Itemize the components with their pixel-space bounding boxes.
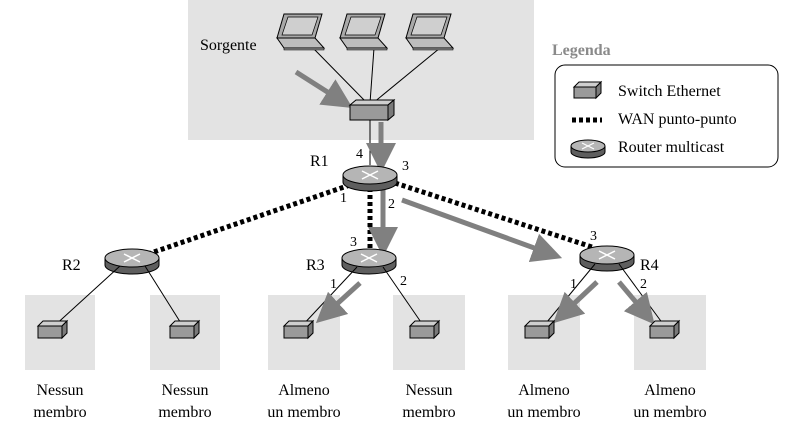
r4-port-3: 3 xyxy=(590,229,597,244)
flow-arrow-r3-lan xyxy=(315,281,362,324)
switch-icon xyxy=(168,319,201,340)
switch-icon xyxy=(523,319,556,340)
flow-arrow-source xyxy=(294,69,353,109)
r1-port-2: 2 xyxy=(388,197,395,212)
router-r3-label: R3 xyxy=(306,257,325,274)
lan-caption: Almeno un membro xyxy=(507,382,580,421)
r4-port-2: 2 xyxy=(640,277,647,292)
legend-label: Switch Ethernet xyxy=(618,83,721,100)
legend-box xyxy=(554,64,779,168)
legend-item-router: Router multicast xyxy=(570,139,725,159)
legend-title: Legenda xyxy=(552,42,611,59)
lan-caption-line2: un membro xyxy=(507,404,580,421)
router-r2-label: R2 xyxy=(62,257,81,274)
router-icon xyxy=(104,248,160,275)
lan-caption-line2: un membro xyxy=(267,404,340,421)
source-links xyxy=(312,47,441,104)
router-icon xyxy=(341,248,397,275)
flow-arrow-r4-lan2 xyxy=(617,280,655,325)
lan-caption-line1: Nessun xyxy=(36,382,83,399)
lan-caption-line2: membro xyxy=(33,404,86,421)
lan-caption-line1: Almeno xyxy=(518,382,570,399)
legend-item-wan: WAN punto-punto xyxy=(572,111,737,128)
lan-caption: Nessun membro xyxy=(402,382,455,421)
legend-item-switch: Switch Ethernet xyxy=(572,80,721,100)
lan-caption-line2: membro xyxy=(402,404,455,421)
lan-caption-line2: un membro xyxy=(633,404,706,421)
router-icon xyxy=(570,139,606,159)
router-icon xyxy=(342,165,398,192)
flow-arrow-r4-lan1 xyxy=(553,280,599,324)
r4-port-1: 1 xyxy=(570,277,577,292)
router-r4-label: R4 xyxy=(640,257,659,274)
r1-port-1: 1 xyxy=(340,191,347,206)
switch-icon xyxy=(348,98,396,122)
lan-caption: Almeno un membro xyxy=(267,382,340,421)
switch-icon xyxy=(648,319,681,340)
lan-caption-line2: membro xyxy=(158,404,211,421)
switch-icon xyxy=(408,319,441,340)
source-label: Sorgente xyxy=(200,37,257,54)
legend-label: WAN punto-punto xyxy=(618,111,737,128)
lan-caption: Almeno un membro xyxy=(633,382,706,421)
legend-label: Router multicast xyxy=(618,139,725,156)
switch-icon xyxy=(572,80,603,100)
r3-port-1: 1 xyxy=(330,277,337,292)
r3-port-2: 2 xyxy=(400,274,407,289)
lan-caption-line1: Nessun xyxy=(161,382,208,399)
laptop-icon xyxy=(405,13,455,51)
r1-port-4: 4 xyxy=(356,147,363,162)
switch-icon xyxy=(36,319,69,340)
r3-port-3: 3 xyxy=(350,235,357,250)
r1-port-3: 3 xyxy=(402,159,409,174)
laptop-icon xyxy=(339,13,389,51)
router-r1-label: R1 xyxy=(310,153,329,170)
lan-caption: Nessun membro xyxy=(158,382,211,421)
lan-caption-line1: Almeno xyxy=(278,382,330,399)
lan-caption-line1: Almeno xyxy=(644,382,696,399)
flow-arrow-r1-r4 xyxy=(401,197,563,262)
switch-icon xyxy=(282,319,315,340)
lan-caption-line1: Nessun xyxy=(405,382,452,399)
laptop-icon xyxy=(276,13,326,51)
router-icon xyxy=(579,245,635,272)
lan-caption: Nessun membro xyxy=(33,382,86,421)
